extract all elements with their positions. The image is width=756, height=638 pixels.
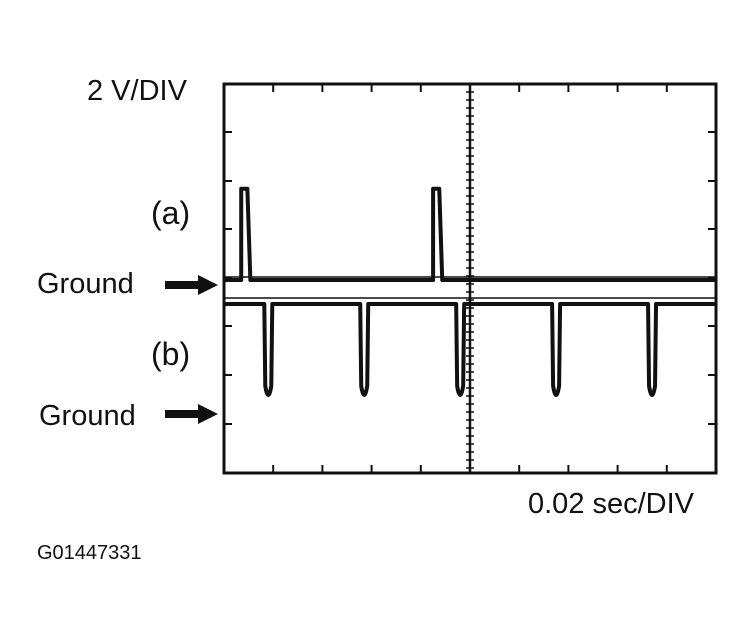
ground-b-label: Ground — [39, 400, 136, 432]
ground-a-label: Ground — [37, 268, 134, 300]
series-a-trace — [224, 186, 716, 282]
waveform-traces — [224, 186, 716, 397]
volts-per-div-label: 2 V/DIV — [87, 75, 187, 107]
channel-a-label: (a) — [151, 195, 191, 231]
ground-a-arrow-icon — [165, 275, 218, 295]
time-per-div-label: 0.02 sec/DIV — [528, 488, 695, 520]
division-ticks — [224, 84, 716, 473]
series-b-trace — [224, 302, 716, 397]
channel-b-label: (b) — [151, 336, 191, 372]
ground-arrows — [165, 275, 218, 424]
ground-b-arrow-icon — [165, 404, 218, 424]
figure-id: G01447331 — [37, 542, 142, 564]
